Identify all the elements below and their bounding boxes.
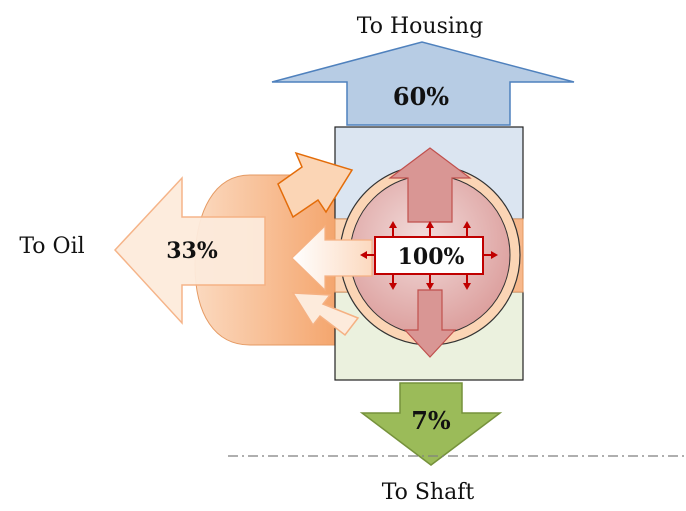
radiating-arrow-down-1-head <box>389 283 397 290</box>
radiating-arrow-up-1-head <box>389 221 397 228</box>
housing-label: To Housing <box>357 14 483 39</box>
radiating-arrow-down-3-head <box>463 283 471 290</box>
shaft-to-oil-arrow <box>291 292 360 337</box>
radiating-arrow-left-head <box>360 251 367 259</box>
bearing-up-arrow <box>388 147 472 223</box>
shaft-label: To Shaft <box>382 480 475 505</box>
shaft-arrow <box>359 382 503 466</box>
shaft-percent: 7% <box>411 406 451 435</box>
radiating-arrow-up-2-head <box>426 221 434 228</box>
housing-arrow <box>271 41 575 126</box>
radiating-arrow-down-2-head <box>426 283 434 290</box>
source-radiating-arrows <box>360 221 498 290</box>
oil-label: To Oil <box>19 234 84 259</box>
bearing-down-arrow <box>403 289 457 358</box>
oil-to-housing-arrow <box>277 151 354 219</box>
radiating-arrow-right-head <box>491 251 498 259</box>
oil-percent: 33% <box>166 238 218 264</box>
source-percent: 100% <box>398 244 465 270</box>
bearing-oil-arrow <box>291 224 373 292</box>
oil-arrow <box>113 176 266 325</box>
housing-percent: 60% <box>393 82 449 111</box>
radiating-arrow-up-3-head <box>463 221 471 228</box>
